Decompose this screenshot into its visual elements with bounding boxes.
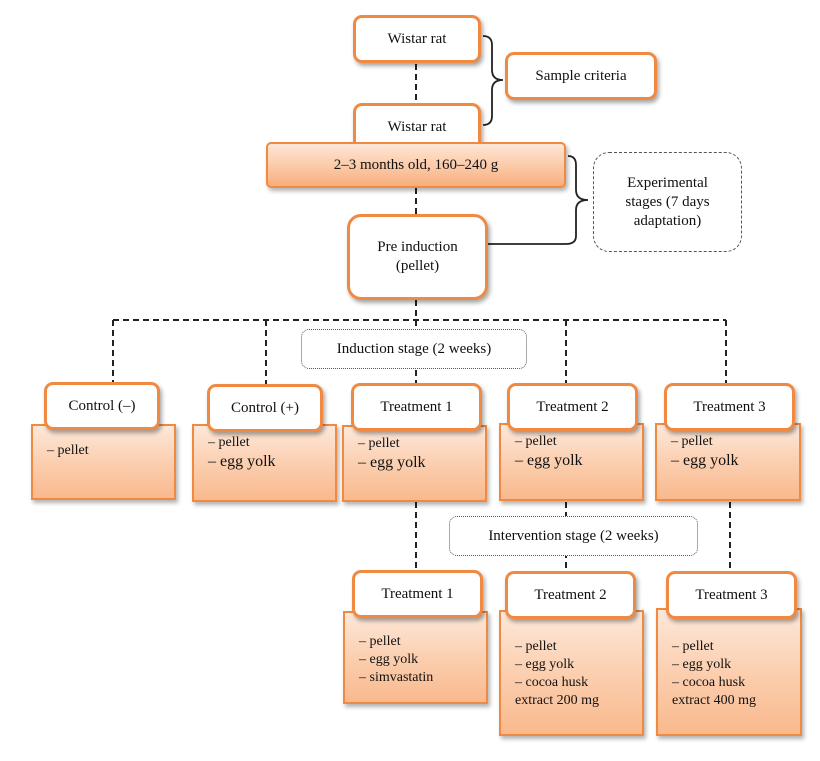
wistar-rat-top: Wistar rat bbox=[353, 15, 481, 63]
int-treatment-1-items: – pellet – egg yolk – simvastatin bbox=[343, 611, 488, 704]
list-item: – pellet bbox=[672, 639, 714, 654]
experimental-stages-line-2: stages (7 days bbox=[625, 193, 710, 210]
list-item: – pellet bbox=[515, 434, 557, 449]
list-item: – pellet bbox=[47, 443, 89, 458]
control-pos-items: – pellet – egg yolk bbox=[192, 424, 337, 502]
int-treatment-1-label: Treatment 1 bbox=[381, 585, 454, 602]
sample-criteria-box: Sample criteria bbox=[505, 52, 657, 100]
list-item: – cocoa husk bbox=[672, 675, 746, 690]
list-item: – pellet bbox=[671, 434, 713, 449]
control-neg-label: Control (–) bbox=[68, 397, 136, 414]
pre-induction-line-1: Pre induction bbox=[377, 239, 458, 255]
list-item: – egg yolk bbox=[671, 452, 739, 469]
control-pos-label: Control (+) bbox=[230, 399, 300, 416]
intervention-stage-label-box: Intervention stage (2 weeks) bbox=[449, 516, 698, 556]
int-treatment-2-label: Treatment 2 bbox=[534, 586, 607, 603]
treatment-3-items: – pellet – egg yolk bbox=[655, 423, 801, 501]
induction-stage-label: Induction stage (2 weeks) bbox=[336, 340, 492, 357]
experimental-stages-box: Experimental stages (7 days adaptation) bbox=[593, 152, 742, 252]
treatment-2-title: Treatment 2 bbox=[507, 383, 638, 431]
brace-experimental bbox=[488, 155, 589, 245]
brace-sample bbox=[482, 35, 504, 126]
sample-criteria-label: Sample criteria bbox=[535, 67, 627, 84]
treatment-1-items: – pellet – egg yolk bbox=[342, 425, 487, 502]
treatment-3-label: Treatment 3 bbox=[693, 398, 766, 415]
list-item: – simvastatin bbox=[359, 670, 434, 685]
list-item: – egg yolk bbox=[672, 657, 732, 672]
control-pos-title: Control (+) bbox=[207, 384, 323, 432]
control-neg-title: Control (–) bbox=[44, 382, 160, 430]
list-item: – pellet bbox=[358, 436, 400, 451]
treatment-1-title: Treatment 1 bbox=[351, 383, 482, 431]
list-item: – egg yolk bbox=[358, 454, 426, 471]
list-item: – egg yolk bbox=[359, 652, 419, 667]
list-item: extract 200 mg bbox=[515, 693, 599, 708]
int-treatment-3-title: Treatment 3 bbox=[666, 571, 797, 619]
list-item: – cocoa husk bbox=[515, 675, 589, 690]
induction-stage-label-box: Induction stage (2 weeks) bbox=[301, 329, 527, 369]
list-item: – pellet bbox=[515, 639, 557, 654]
treatment-2-label: Treatment 2 bbox=[536, 398, 609, 415]
list-item: – egg yolk bbox=[208, 453, 276, 470]
treatment-3-title: Treatment 3 bbox=[664, 383, 795, 431]
experimental-stages-line-3: adaptation) bbox=[633, 212, 702, 229]
int-treatment-3-label: Treatment 3 bbox=[695, 586, 768, 603]
int-treatment-1-title: Treatment 1 bbox=[352, 570, 483, 618]
age-weight-label: 2–3 months old, 160–240 g bbox=[333, 156, 499, 173]
intervention-stage-label: Intervention stage (2 weeks) bbox=[488, 527, 659, 544]
wistar-rat-bottom-label: Wistar rat bbox=[387, 118, 447, 135]
wistar-rat-top-label: Wistar rat bbox=[387, 30, 447, 47]
experimental-stages-line-1: Experimental bbox=[627, 174, 708, 191]
list-item: – pellet bbox=[208, 435, 250, 450]
treatment-2-items: – pellet – egg yolk bbox=[499, 423, 644, 501]
list-item: – egg yolk bbox=[515, 452, 583, 469]
list-item: – egg yolk bbox=[515, 657, 575, 672]
pre-induction-box: Pre induction (pellet) bbox=[347, 214, 488, 300]
int-treatment-2-items: – pellet – egg yolk – cocoa husk extract… bbox=[499, 610, 644, 736]
int-treatment-2-title: Treatment 2 bbox=[505, 571, 636, 619]
list-item: – pellet bbox=[359, 634, 401, 649]
int-treatment-3-items: – pellet – egg yolk – cocoa husk extract… bbox=[656, 608, 802, 736]
age-weight-box: 2–3 months old, 160–240 g bbox=[266, 142, 566, 188]
list-item: extract 400 mg bbox=[672, 693, 756, 708]
pre-induction-line-2: (pellet) bbox=[395, 258, 440, 274]
treatment-1-label: Treatment 1 bbox=[380, 398, 453, 415]
control-neg-items: – pellet bbox=[31, 424, 176, 500]
